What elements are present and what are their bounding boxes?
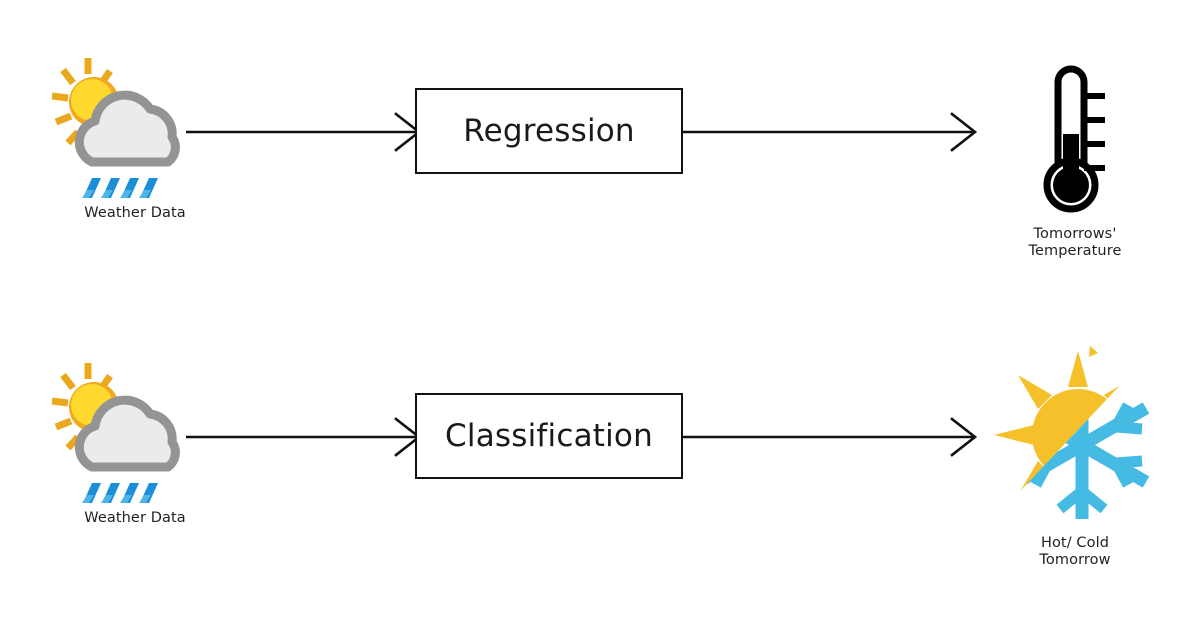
thermometer-bulb-fill xyxy=(1053,167,1089,203)
source-node-weather-data-classification: Weather Data xyxy=(48,355,218,560)
rain-drops-group xyxy=(82,483,158,503)
source-caption: Weather Data xyxy=(84,510,186,526)
cloud-shape xyxy=(74,90,180,167)
cloud-shape xyxy=(74,395,180,472)
result-caption-temperature: Tomorrows' Temperature xyxy=(985,226,1165,260)
result-caption-line-1: Hot/ Cold xyxy=(1040,535,1110,551)
result-caption-line-2: Tomorrow xyxy=(1039,552,1111,568)
flow-row-classification: Weather Data Classification xyxy=(0,325,1200,605)
arrow-classification-to-hotcold xyxy=(681,417,981,457)
thermometer-mercury-column xyxy=(1063,134,1079,182)
sun-rays-group xyxy=(51,58,113,146)
process-label: Classification xyxy=(445,418,653,454)
arrow-weatherdata-to-classification xyxy=(186,417,422,457)
thermometer-icon xyxy=(985,48,1165,218)
arrow-weatherdata-to-regression xyxy=(186,112,422,152)
result-caption-line-2: Temperature xyxy=(1028,243,1122,259)
sun-cloud-rain-icon xyxy=(48,355,208,510)
process-box-classification[interactable]: Classification xyxy=(415,393,683,479)
result-node-temperature: Tomorrows' Temperature xyxy=(985,48,1165,268)
sun-snowflake-icon xyxy=(985,343,1165,528)
sun-cloud-rain-icon xyxy=(48,50,208,205)
result-node-hot-cold: Hot/ Cold Tomorrow xyxy=(985,343,1165,573)
source-node-weather-data-regression: Weather Data xyxy=(48,50,218,255)
result-caption-line-1: Tomorrows' xyxy=(1033,226,1117,242)
flow-row-regression: Weather Data Regression xyxy=(0,20,1200,300)
result-caption-hot-cold: Hot/ Cold Tomorrow xyxy=(985,535,1165,569)
rain-drops-group xyxy=(82,178,158,198)
arrow-regression-to-temperature xyxy=(681,112,981,152)
thermometer-body xyxy=(1043,65,1099,213)
process-label: Regression xyxy=(463,113,635,149)
process-box-regression[interactable]: Regression xyxy=(415,88,683,174)
source-caption: Weather Data xyxy=(84,205,186,221)
thermometer-ticks xyxy=(1084,93,1105,171)
